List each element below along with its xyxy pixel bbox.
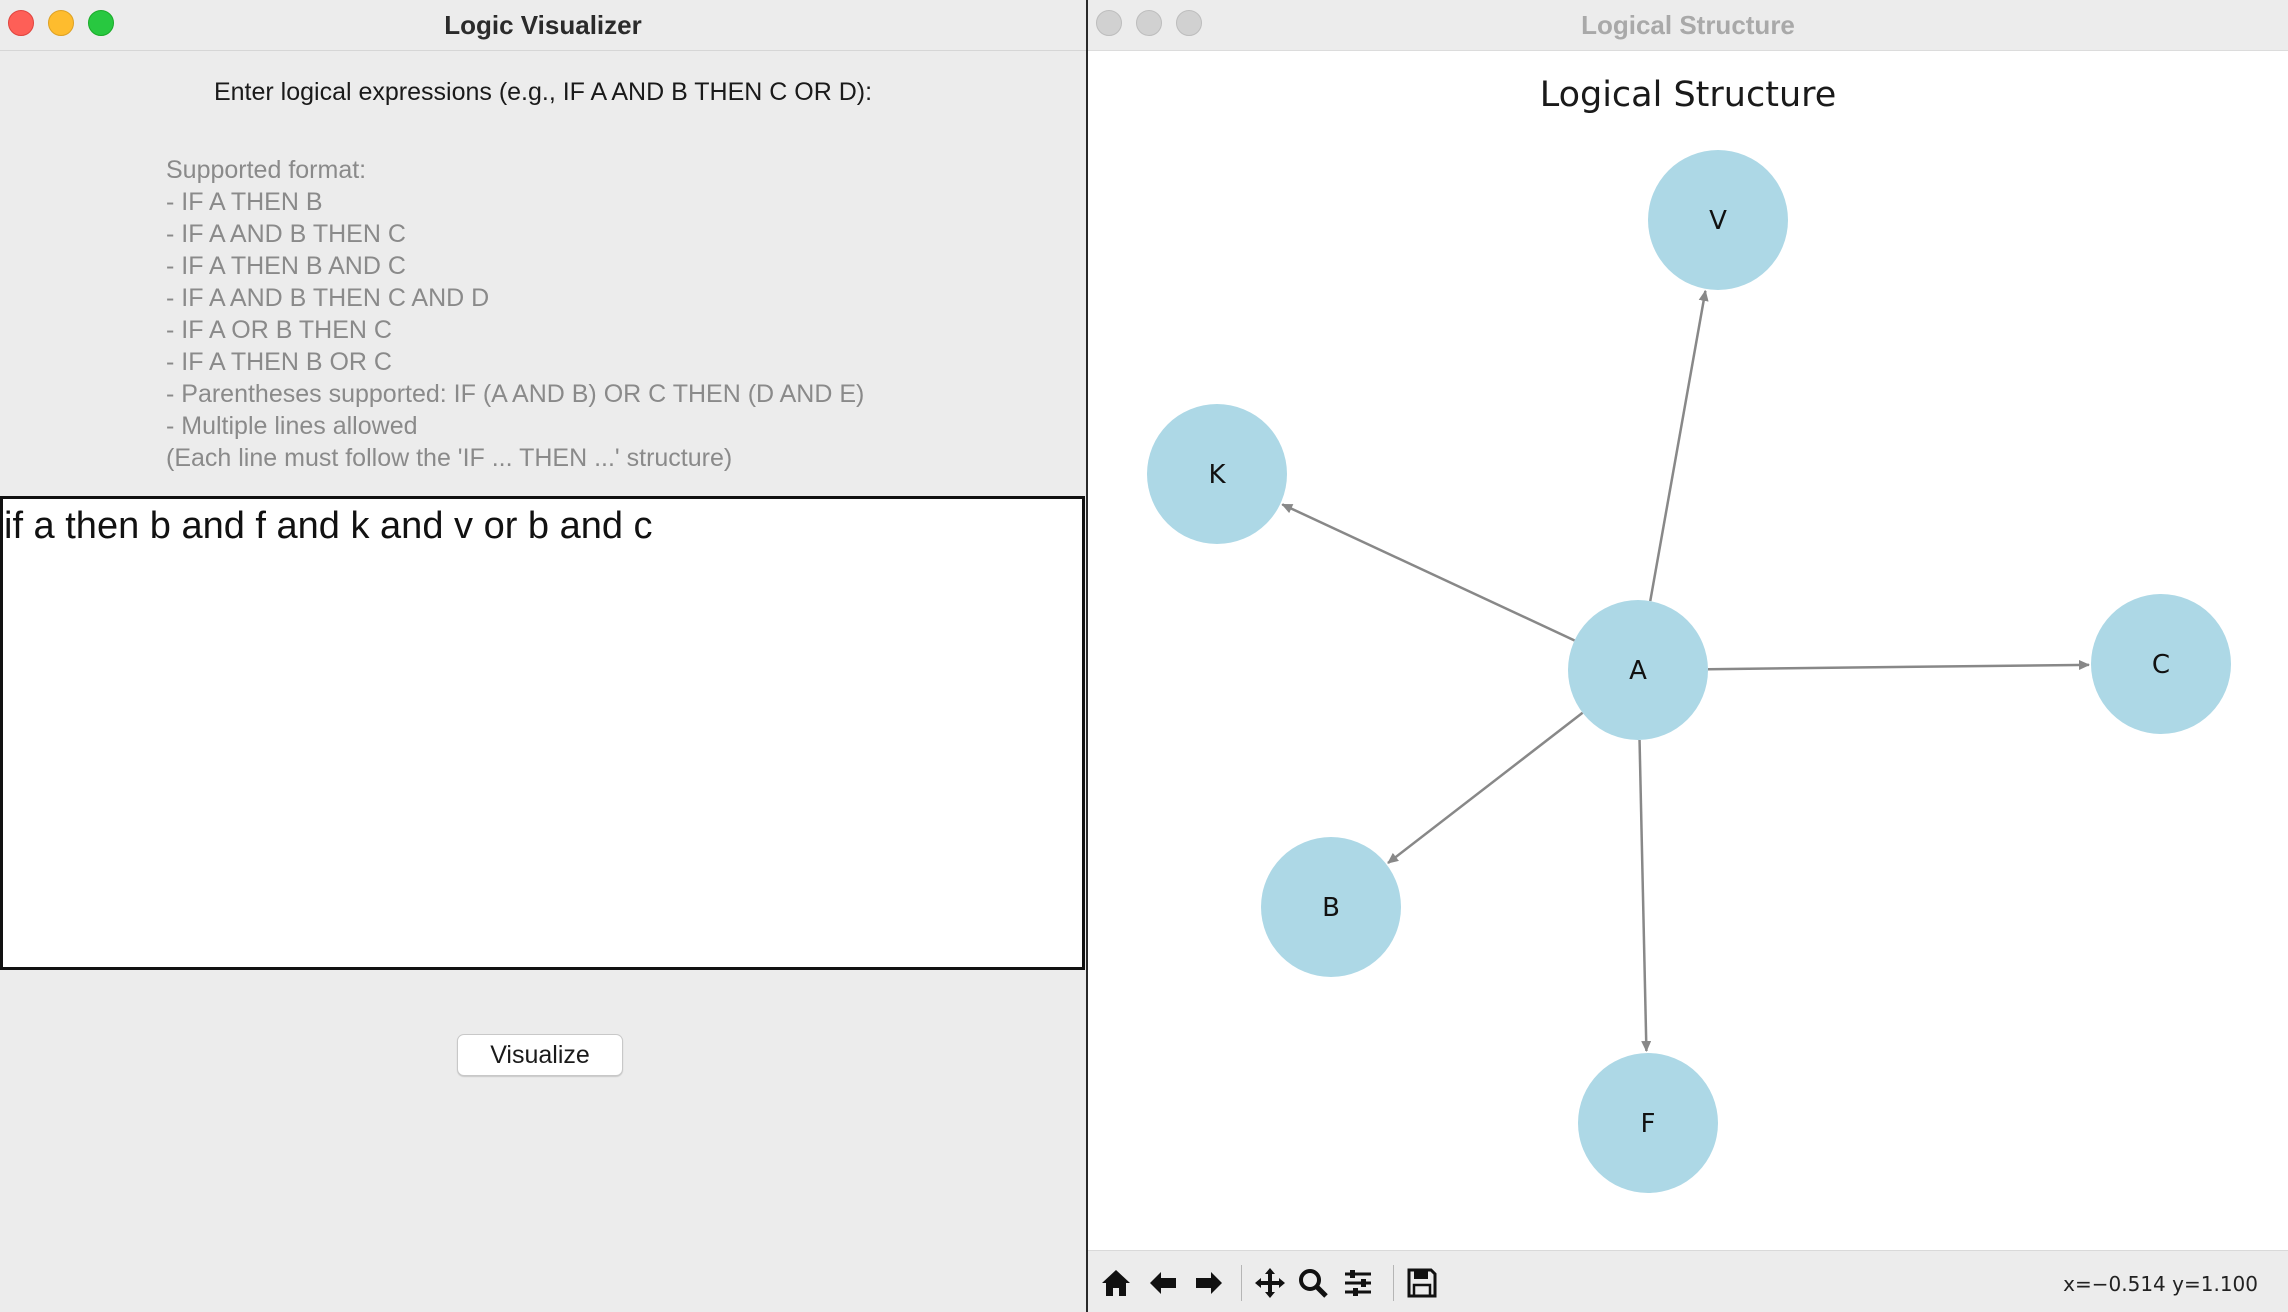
minimize-button[interactable] [48, 10, 74, 36]
node-label-b: B [1322, 893, 1340, 923]
help-line: Supported format: [166, 156, 367, 184]
cursor-coordinates: x=−0.514 y=1.100 [2063, 1272, 2258, 1296]
help-line: - IF A AND B THEN C [166, 220, 406, 248]
node-v [1648, 150, 1788, 290]
node-f [1578, 1053, 1718, 1193]
toolbar-separator [1393, 1265, 1394, 1301]
zoom-icon[interactable] [1293, 1263, 1333, 1303]
node-label-a: A [1629, 656, 1647, 686]
home-icon[interactable] [1096, 1263, 1136, 1303]
title-bar: Logical Structure [1088, 0, 2288, 51]
window-controls [1096, 10, 1202, 36]
help-line: - Parentheses supported: IF (A AND B) OR… [166, 380, 865, 408]
close-button[interactable] [8, 10, 34, 36]
edge-a-v [1649, 289, 1709, 602]
format-help: Supported format: - IF A THEN B - IF A A… [166, 154, 864, 474]
pan-icon[interactable] [1250, 1263, 1290, 1303]
help-line: - IF A THEN B OR C [166, 348, 392, 376]
zoom-button[interactable] [1176, 10, 1202, 36]
node-a [1568, 600, 1708, 740]
title-bar: Logic Visualizer [0, 0, 1086, 51]
figure-title: Logical Structure [1539, 75, 1837, 115]
window-divider [1086, 0, 1088, 1312]
edge-a-b [1387, 711, 1584, 864]
edge-a-f [1638, 739, 1652, 1053]
window-title: Logic Visualizer [444, 9, 642, 40]
graph-plot: A V K C B F [1147, 150, 2231, 1193]
close-button[interactable] [1096, 10, 1122, 36]
help-line: (Each line must follow the 'IF ... THEN … [166, 444, 733, 472]
window-title: Logical Structure [1581, 9, 1795, 40]
node-b [1261, 837, 1401, 977]
minimize-button[interactable] [1136, 10, 1162, 36]
forward-icon[interactable] [1189, 1263, 1229, 1303]
node-c [2091, 594, 2231, 734]
edge-a-k [1281, 503, 1576, 642]
configure-icon[interactable] [1338, 1263, 1378, 1303]
save-icon[interactable] [1402, 1263, 1442, 1303]
help-line: - IF A OR B THEN C [166, 316, 392, 344]
node-label-f: F [1641, 1109, 1656, 1139]
prompt-label: Enter logical expressions (e.g., IF A AN… [213, 78, 873, 106]
edge-a-c [1707, 659, 2091, 671]
visualize-button[interactable]: Visualize [457, 1034, 623, 1076]
logical-structure-window: Logical Structure Logical Structure A V K C… [1088, 0, 2288, 1312]
node-label-k: K [1208, 460, 1226, 490]
node-label-c: C [2152, 650, 2170, 680]
node-k [1147, 404, 1287, 544]
plot-toolbar: x=−0.514 y=1.100 [1088, 1250, 2288, 1312]
logic-visualizer-window: Logic Visualizer Enter logical expressio… [0, 0, 1086, 1312]
expression-input[interactable]: if a then b and f and k and v or b and c [0, 496, 1085, 970]
help-line: - IF A AND B THEN C AND D [166, 284, 490, 312]
help-line: - IF A THEN B [166, 188, 323, 216]
help-line: - IF A THEN B AND C [166, 252, 406, 280]
help-line: - Multiple lines allowed [166, 412, 418, 440]
node-label-v: V [1709, 206, 1727, 236]
window-controls [8, 10, 114, 36]
back-icon[interactable] [1143, 1263, 1183, 1303]
toolbar-separator [1241, 1265, 1242, 1301]
zoom-button[interactable] [88, 10, 114, 36]
